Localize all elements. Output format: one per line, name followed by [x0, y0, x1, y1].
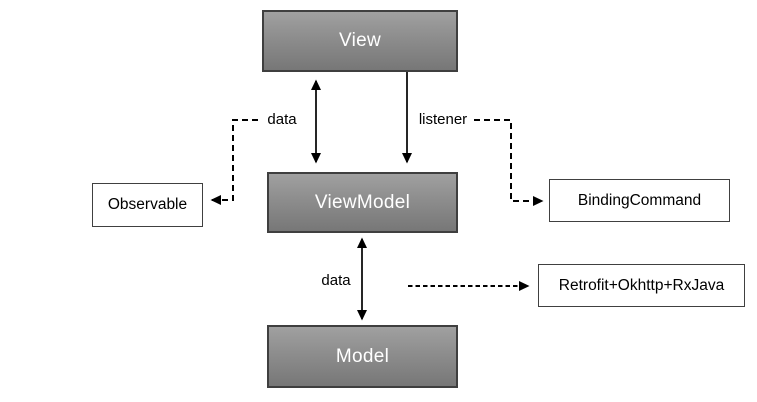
node-observable-label: Observable — [107, 196, 188, 213]
listener-bindingcommand-dashed-arrow — [474, 119, 544, 206]
edge-label-data-bottom: data — [321, 272, 351, 289]
node-retrofit-label: Retrofit+Okhttp+RxJava — [558, 276, 725, 294]
node-model-label: Model — [335, 345, 390, 367]
node-viewmodel: ViewModel — [267, 172, 458, 233]
node-view-label: View — [338, 30, 382, 51]
node-retrofit: Retrofit+Okhttp+RxJava — [538, 264, 745, 307]
node-bindingcommand: BindingCommand — [549, 179, 730, 222]
node-bindingcommand-label: BindingCommand — [577, 191, 702, 209]
data-observable-dashed-arrow — [210, 119, 258, 205]
node-view: View — [262, 10, 458, 72]
node-observable: Observable — [92, 183, 203, 227]
node-model: Model — [267, 325, 458, 388]
edge-label-listener: listener — [418, 111, 468, 128]
edge-label-data-top: data — [267, 111, 297, 128]
node-viewmodel-label: ViewModel — [314, 191, 411, 213]
